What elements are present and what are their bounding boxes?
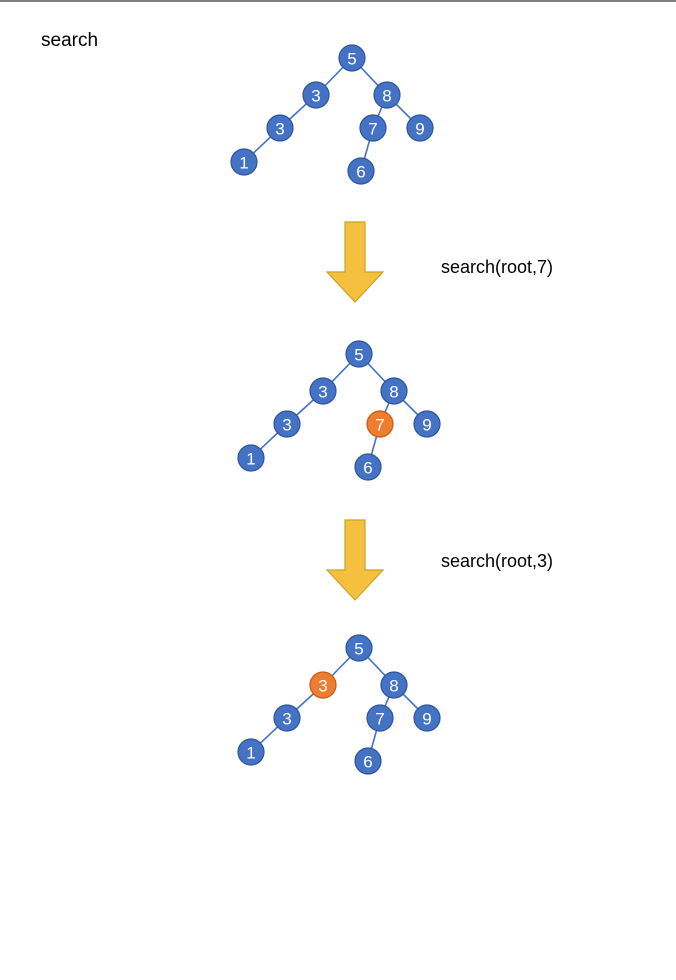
node-label: 5 <box>354 640 363 659</box>
bst-tree-3: 5 3 8 3 7 9 1 6 <box>237 634 441 775</box>
page-title: search <box>41 30 99 51</box>
highlighted-node: 7 <box>366 410 394 438</box>
node-circle <box>380 671 408 699</box>
node-label: 8 <box>389 383 398 402</box>
node-label: 3 <box>311 87 320 106</box>
node-label: 7 <box>375 416 384 435</box>
tree-node: 9 <box>413 704 441 732</box>
node-circle <box>345 340 373 368</box>
tree-node: 1 <box>237 444 265 472</box>
tree-node: 6 <box>347 157 375 185</box>
tree-node: 8 <box>373 81 401 109</box>
node-label: 3 <box>282 416 291 435</box>
node-label: 1 <box>246 744 255 763</box>
tree-node: 7 <box>366 704 394 732</box>
tree-node: 3 <box>302 81 330 109</box>
node-circle <box>366 704 394 732</box>
down-arrow-icon <box>325 519 385 601</box>
tree-node: 3 <box>309 377 337 405</box>
tree-node: 3 <box>273 410 301 438</box>
node-label: 9 <box>422 710 431 729</box>
step-label-search-3: search(root,3) <box>441 551 554 571</box>
node-circle <box>413 410 441 438</box>
node-label: 8 <box>382 87 391 106</box>
node-circle <box>273 704 301 732</box>
tree-node: 1 <box>237 738 265 766</box>
node-label: 3 <box>318 383 327 402</box>
node-label: 6 <box>363 753 372 772</box>
tree-node: 8 <box>380 377 408 405</box>
node-circle <box>309 377 337 405</box>
tree-node: 3 <box>273 704 301 732</box>
node-circle <box>273 410 301 438</box>
node-circle <box>230 148 258 176</box>
node-label: 9 <box>415 120 424 139</box>
node-circle <box>345 634 373 662</box>
node-circle <box>359 114 387 142</box>
tree-node: 8 <box>380 671 408 699</box>
node-label: 3 <box>282 710 291 729</box>
node-circle <box>338 44 366 72</box>
bst-tree-2: 5 3 8 3 7 9 1 6 <box>237 340 441 481</box>
node-circle <box>354 453 382 481</box>
node-circle <box>237 738 265 766</box>
tree-node: 6 <box>354 453 382 481</box>
node-label: 3 <box>318 677 327 696</box>
node-circle <box>413 704 441 732</box>
tree-node: 5 <box>345 634 373 662</box>
node-label: 1 <box>246 450 255 469</box>
node-label: 9 <box>422 416 431 435</box>
node-circle <box>309 671 337 699</box>
node-circle <box>237 444 265 472</box>
tree-node: 6 <box>354 747 382 775</box>
node-label: 5 <box>347 50 356 69</box>
node-label: 5 <box>354 346 363 365</box>
tree-node: 9 <box>406 114 434 142</box>
node-label: 6 <box>363 459 372 478</box>
node-label: 7 <box>368 120 377 139</box>
node-label: 8 <box>389 677 398 696</box>
node-label: 7 <box>375 710 384 729</box>
top-border <box>0 0 676 2</box>
node-circle <box>302 81 330 109</box>
tree-node: 5 <box>338 44 366 72</box>
highlighted-node: 3 <box>309 671 337 699</box>
node-circle <box>366 410 394 438</box>
node-circle <box>266 114 294 142</box>
node-label: 6 <box>356 163 365 182</box>
tree-node: 5 <box>345 340 373 368</box>
tree-node: 3 <box>266 114 294 142</box>
node-circle <box>354 747 382 775</box>
tree-node: 7 <box>359 114 387 142</box>
step-label-search-7: search(root,7) <box>441 257 554 277</box>
tree-node: 1 <box>230 148 258 176</box>
node-label: 3 <box>275 120 284 139</box>
bst-tree-1: 5 3 8 3 7 9 1 6 <box>230 44 434 185</box>
node-circle <box>406 114 434 142</box>
tree-node: 9 <box>413 410 441 438</box>
node-circle <box>380 377 408 405</box>
node-circle <box>373 81 401 109</box>
down-arrow-icon <box>325 221 385 303</box>
node-label: 1 <box>239 154 248 173</box>
node-circle <box>347 157 375 185</box>
